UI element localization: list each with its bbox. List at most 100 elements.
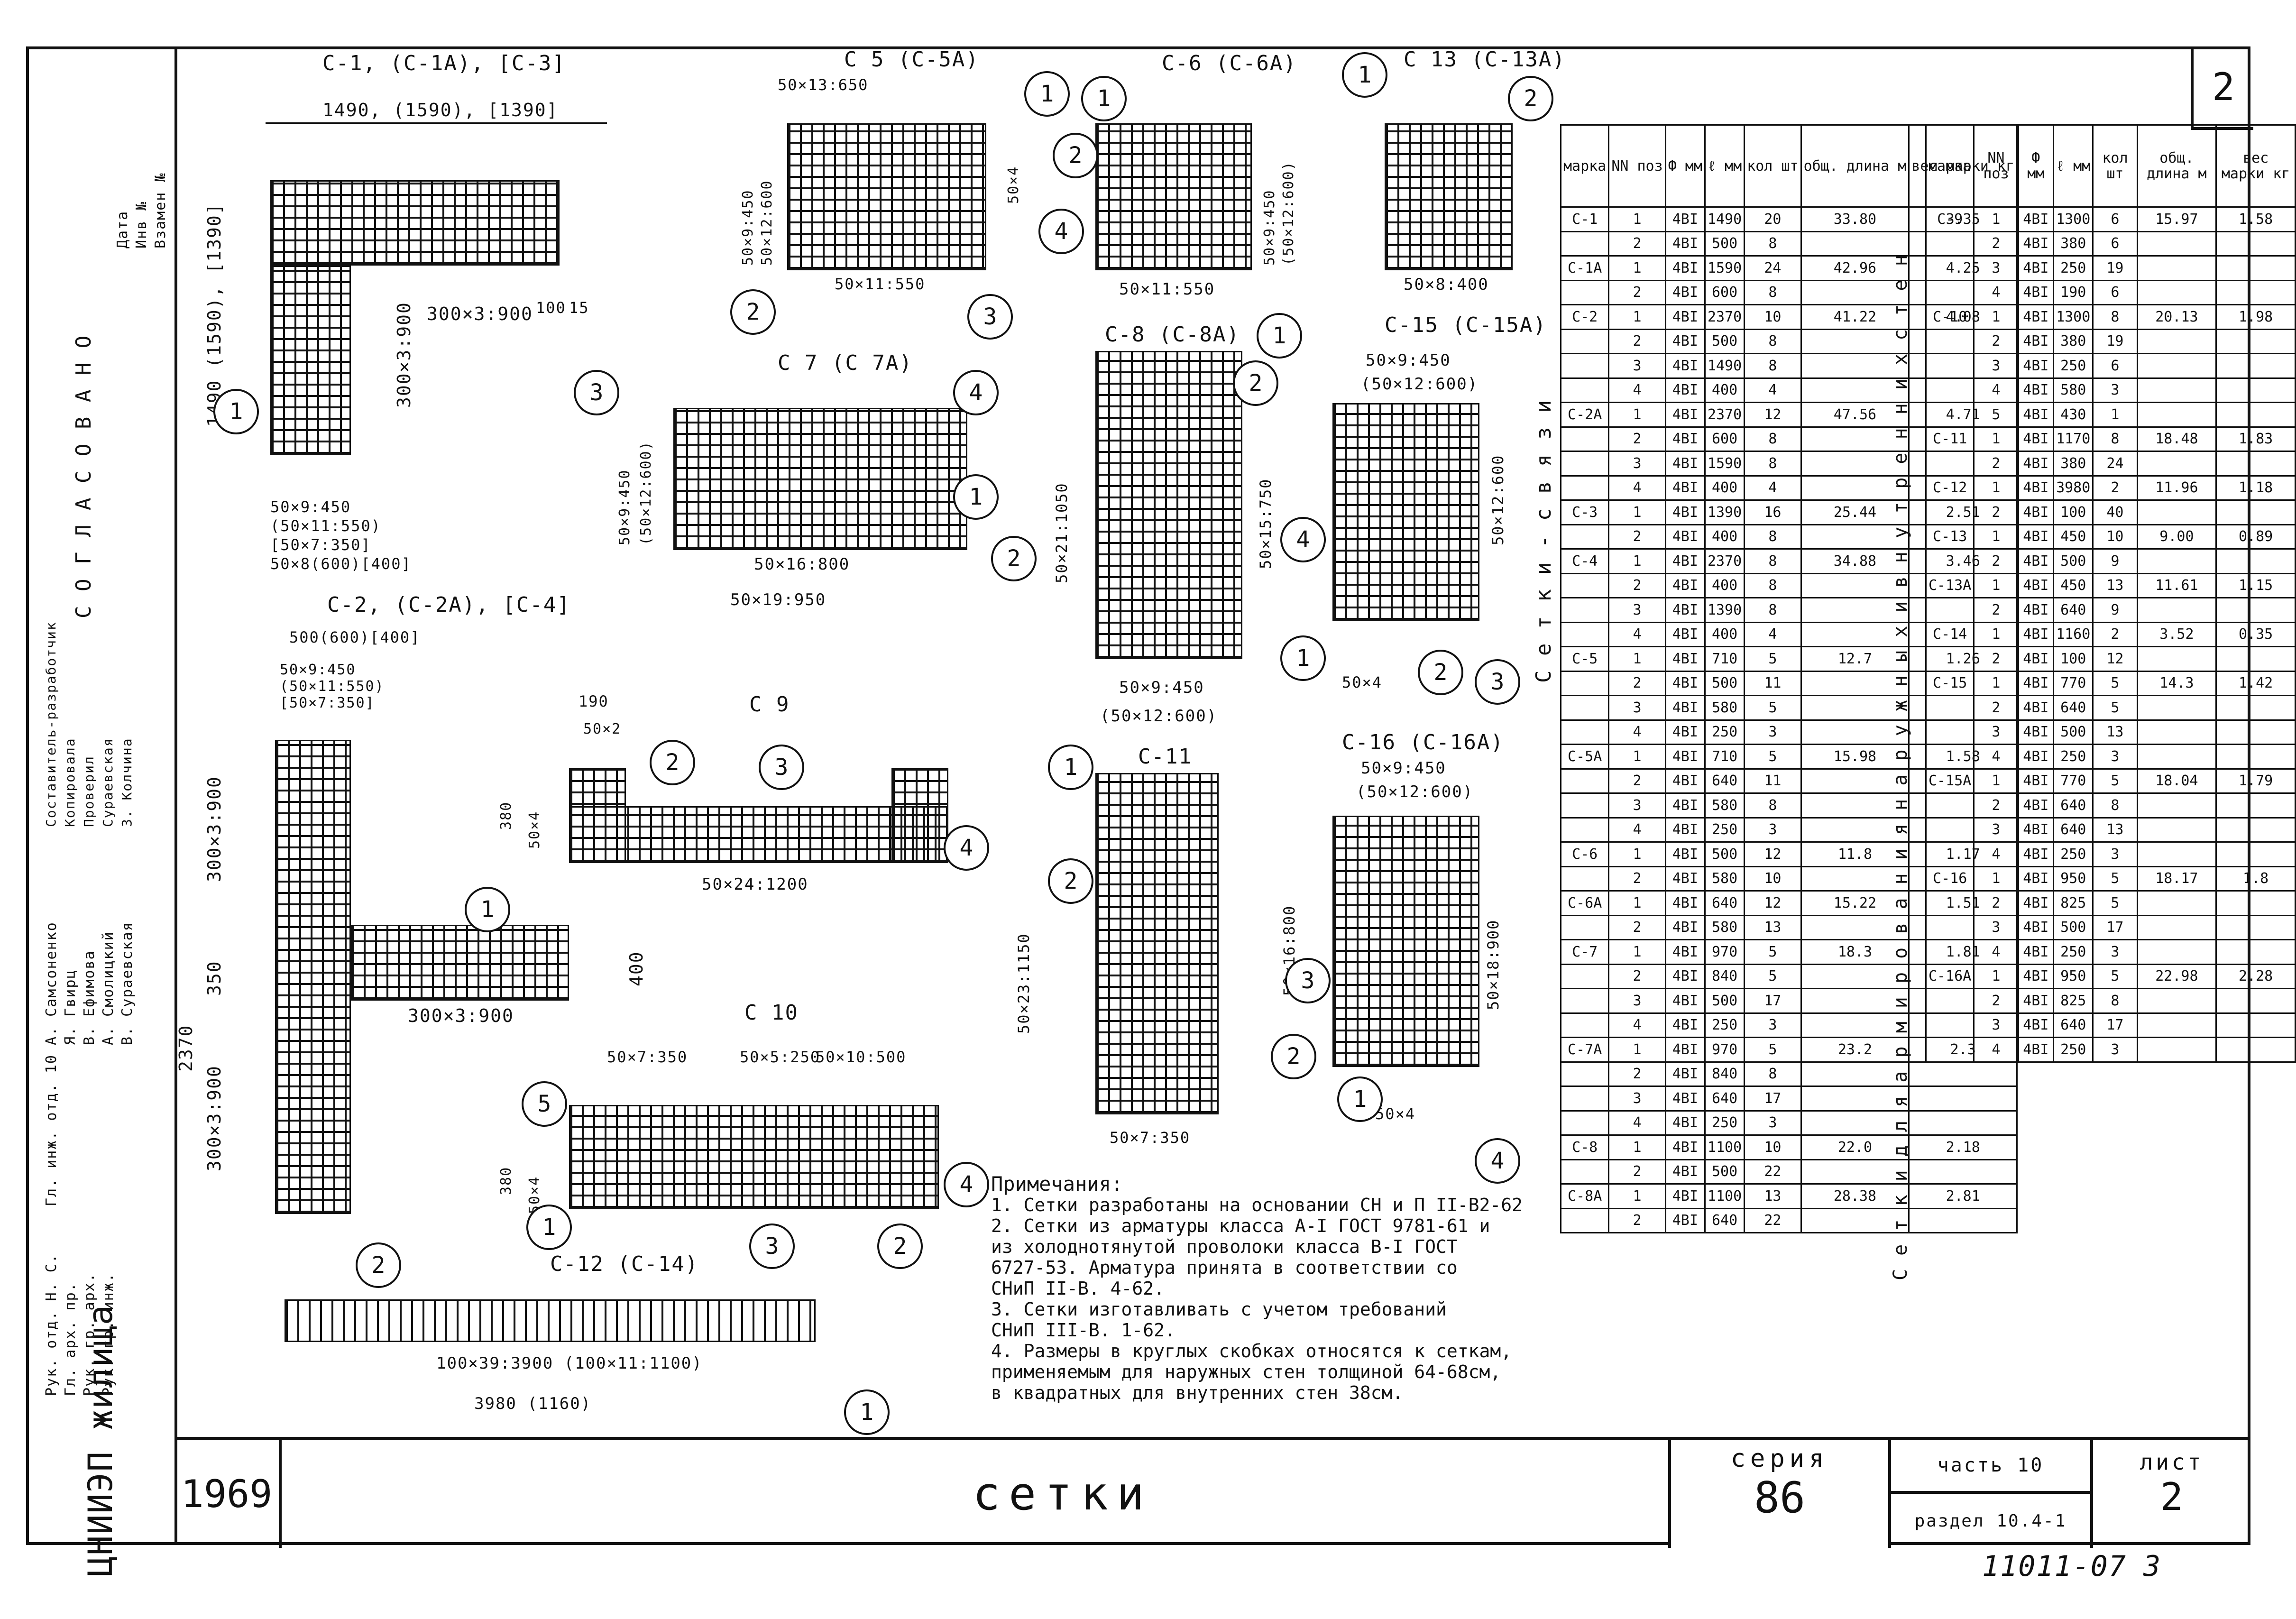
table-cell bbox=[2215, 1037, 2296, 1063]
table-cell: 0.35 bbox=[2215, 621, 2296, 647]
table-cell bbox=[1925, 402, 1975, 428]
table-cell: 580 bbox=[1704, 792, 1745, 819]
c1-mesh-horizontal bbox=[270, 180, 560, 266]
inv-header-1: Дата bbox=[114, 210, 131, 248]
table-cell: 2 bbox=[1608, 426, 1666, 452]
table-cell: С-7 bbox=[1560, 939, 1610, 965]
note-line: СНиП II-В. 4-62. bbox=[991, 1278, 1165, 1299]
table-cell: 100 bbox=[2053, 499, 2094, 525]
table-cell: 250 bbox=[2053, 939, 2094, 965]
table-cell: С-10 bbox=[1925, 304, 1975, 330]
table-cell: 770 bbox=[2053, 670, 2094, 696]
c2-dim-a: 50×9:450 bbox=[280, 662, 356, 678]
table-cell: 13 bbox=[2092, 572, 2138, 598]
table-cell bbox=[2215, 841, 2296, 867]
c2-dim-top: 500(600)[400] bbox=[289, 628, 421, 646]
table-cell bbox=[2136, 890, 2217, 916]
table-cell bbox=[1925, 744, 1975, 770]
c7-callout-1: 1 bbox=[953, 474, 999, 520]
table-cell bbox=[1925, 719, 1975, 745]
c2-dim-350: 350 bbox=[204, 960, 225, 996]
table-cell bbox=[2136, 914, 2217, 940]
table-header-left-0: марка bbox=[1560, 124, 1610, 208]
table-cell: 4 bbox=[1744, 377, 1802, 403]
table-cell: 1 bbox=[1973, 524, 2019, 550]
table-cell: 2 bbox=[1608, 230, 1666, 257]
table-cell: 4ВI bbox=[2017, 1012, 2055, 1038]
table-cell bbox=[2136, 377, 2217, 403]
table-cell: 17 bbox=[1744, 988, 1802, 1014]
table-cell: 4ВI bbox=[1664, 1037, 1706, 1063]
table-cell: 190 bbox=[2053, 279, 2094, 305]
table-cell: 4 bbox=[1608, 719, 1666, 745]
table-cell: 4ВI bbox=[1664, 402, 1706, 428]
table-cell: 13 bbox=[2092, 719, 2138, 745]
c2-dim-vert1: 300×3:900 bbox=[204, 776, 225, 882]
table-cell: 22.0 bbox=[1800, 1134, 1910, 1160]
c8-dim-vert: 50×21:1050 bbox=[1053, 482, 1071, 583]
c13-callout-1: 1 bbox=[1342, 52, 1387, 98]
name-3: В. Ефимова bbox=[81, 950, 98, 1045]
table-cell: 6 bbox=[2092, 206, 2138, 232]
table-cell: 710 bbox=[1704, 646, 1745, 672]
table-cell bbox=[1908, 1159, 2018, 1185]
table-cell: 8 bbox=[1744, 1061, 1802, 1087]
c1-dim-top: 1490, (1590), [1390] bbox=[322, 100, 559, 120]
table-cell: 1 bbox=[1973, 206, 2019, 232]
note-line: СНиП III-В. 1-62. bbox=[991, 1320, 1176, 1341]
table-cell: 4ВI bbox=[2017, 524, 2055, 550]
table-cell: 1 bbox=[1608, 206, 1666, 232]
c10-callout-5: 5 bbox=[522, 1081, 567, 1127]
table-cell: 11.61 bbox=[2136, 572, 2217, 598]
c1-dim-e: 100 bbox=[536, 299, 566, 317]
c12-dim-a: 100×39:3900 (100×11:1100) bbox=[436, 1354, 703, 1373]
extra-5: З. Колчина bbox=[119, 737, 135, 827]
table-cell: 5 bbox=[2092, 768, 2138, 794]
table-cell bbox=[1925, 939, 1975, 965]
table-cell bbox=[1560, 230, 1610, 257]
table-cell bbox=[1800, 572, 1910, 598]
table-cell: 2 bbox=[1608, 914, 1666, 940]
table-cell bbox=[1925, 988, 1975, 1014]
c1-callout-1: 1 bbox=[213, 389, 259, 434]
table-cell: 640 bbox=[1704, 1085, 1745, 1112]
table-cell bbox=[2215, 914, 2296, 940]
c1-mesh-vertical bbox=[270, 266, 351, 455]
table-cell bbox=[1560, 353, 1610, 379]
table-cell: 4ВI bbox=[2017, 695, 2055, 721]
table-header-right-1: NN поз bbox=[1973, 124, 2019, 208]
table-cell: 250 bbox=[1704, 719, 1745, 745]
table-cell: 9.00 bbox=[2136, 524, 2217, 550]
table-cell: 500 bbox=[1704, 988, 1745, 1014]
table-cell bbox=[2215, 230, 2296, 257]
table-cell: 18.17 bbox=[2136, 865, 2217, 892]
table-cell: 10 bbox=[1744, 865, 1802, 892]
c5-callout-1: 1 bbox=[1024, 71, 1070, 117]
table-cell: С-1 bbox=[1560, 206, 1610, 232]
table-cell: 2 bbox=[1973, 890, 2019, 916]
table-cell: 840 bbox=[1704, 1061, 1745, 1087]
c7-title: С 7 (С 7А) bbox=[778, 351, 913, 375]
table-header-left-3: ℓ мм bbox=[1704, 124, 1745, 208]
table-cell: 640 bbox=[1704, 1207, 1745, 1233]
role-2: Гл. инж. отд. 10 bbox=[43, 1054, 60, 1206]
table-cell: 4ВI bbox=[2017, 451, 2055, 477]
table-cell: 5 bbox=[2092, 963, 2138, 989]
c7-callout-3: 3 bbox=[574, 370, 619, 415]
table-cell: 8 bbox=[2092, 426, 2138, 452]
table-cell bbox=[1908, 1085, 2018, 1112]
table-cell: 8 bbox=[1744, 426, 1802, 452]
c6-callout-1: 1 bbox=[1081, 76, 1127, 121]
table-cell: С-8А bbox=[1560, 1183, 1610, 1209]
table-cell bbox=[1560, 328, 1610, 354]
table-cell: 970 bbox=[1704, 939, 1745, 965]
table-cell: 1 bbox=[1973, 865, 2019, 892]
part-label: часть 10 bbox=[1891, 1440, 2090, 1494]
table-cell: 1100 bbox=[1704, 1183, 1745, 1209]
